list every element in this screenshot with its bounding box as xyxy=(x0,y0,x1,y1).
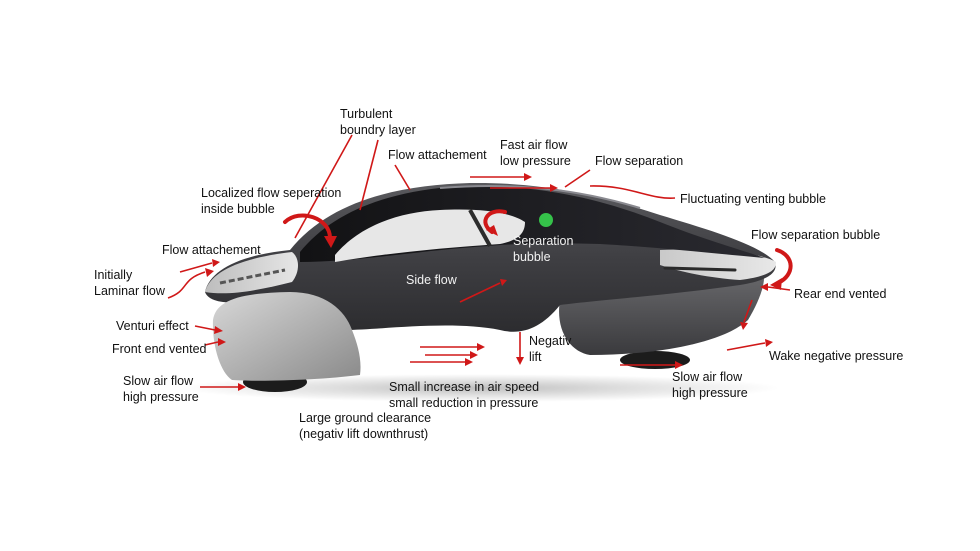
label-front-end-vented: Front end vented xyxy=(112,342,207,356)
nose xyxy=(205,252,298,294)
ground-shadow xyxy=(180,374,780,402)
label-small-increase: Small increase in air speed small reduct… xyxy=(389,380,540,410)
label-turbulent-boundary-layer: Turbulent boundry layer xyxy=(340,107,416,137)
label-flow-separation: Flow separation xyxy=(595,154,684,168)
label-flow-attachment-left: Flow attachement xyxy=(162,243,261,257)
label-wake-negative-pressure: Wake negative pressure xyxy=(769,349,904,363)
label-rear-end-vented: Rear end vented xyxy=(794,287,887,301)
label-slow-air-front: Slow air flow high pressure xyxy=(123,374,199,404)
label-side-flow: Side flow xyxy=(406,273,457,287)
label-venturi-effect: Venturi effect xyxy=(116,319,189,333)
roof-highlight xyxy=(439,185,641,209)
front-fender xyxy=(212,292,361,381)
window-pillar xyxy=(468,209,492,247)
flow-arrows xyxy=(167,134,791,388)
label-flow-separation-bubble: Flow separation bubble xyxy=(751,228,881,242)
arrowheads xyxy=(205,173,773,391)
label-separation-bubble: Separation bubble xyxy=(513,234,574,264)
label-ground-clearance: Large ground clearance (negativ lift dow… xyxy=(299,411,432,441)
nose-grille xyxy=(219,268,286,285)
label-slow-air-rear: Slow air flow high pressure xyxy=(672,370,748,400)
label-flow-attachment-top: Flow attachement xyxy=(388,148,487,162)
label-localized-flow-separation: Localized flow seperation inside bubble xyxy=(201,186,342,216)
label-negativ-lift: Negativ lift xyxy=(529,334,572,364)
label-fluctuating-venting-bubble: Fluctuating venting bubble xyxy=(680,192,826,206)
label-initially-laminar: Initially Laminar flow xyxy=(94,268,165,298)
bubble-arrowheads xyxy=(324,225,782,290)
tail-band xyxy=(660,249,776,280)
tail-light xyxy=(663,266,737,272)
green-badge xyxy=(539,213,553,227)
label-fast-air-flow: Fast air flow low pressure xyxy=(500,138,571,168)
